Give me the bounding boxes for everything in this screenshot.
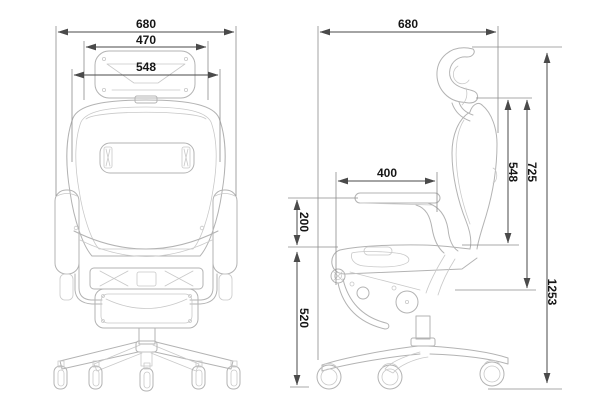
side-base: [316, 315, 509, 390]
dim-label-side-548: 548: [506, 162, 520, 182]
side-seat: [331, 244, 478, 275]
dim-side-total-height: 1253: [472, 46, 562, 390]
front-base: [53, 327, 241, 392]
dim-label-side-400: 400: [377, 166, 397, 180]
dim-side-backrest-height: 548: [462, 97, 532, 246]
front-view: 680 470 548: [53, 17, 241, 392]
dim-label-front-470: 470: [136, 33, 156, 47]
dim-label-side-680: 680: [398, 17, 418, 31]
dim-label-side-200: 200: [297, 212, 311, 232]
front-armrest-right: [189, 189, 238, 305]
side-mechanism: [330, 254, 456, 330]
dim-label-side-520: 520: [297, 308, 311, 328]
dim-front-mid-width: 548: [71, 60, 221, 162]
front-seat: [73, 230, 219, 257]
dim-label-front-680: 680: [136, 17, 156, 31]
dim-label-side-725: 725: [525, 162, 539, 182]
dim-label-front-548: 548: [136, 60, 156, 74]
front-backrest: [66, 99, 226, 257]
side-headrest: [436, 47, 479, 122]
front-armrest-left: [54, 189, 103, 305]
dim-side-back-assembly-height: 725: [455, 99, 539, 291]
dim-front-upper-width: 470: [83, 33, 209, 100]
dim-side-armrest-height: 200: [288, 197, 358, 248]
side-casters: [316, 360, 505, 390]
dim-side-seat-depth: 400: [335, 166, 438, 285]
front-footrest: [89, 267, 204, 329]
dim-label-side-1253: 1253: [545, 279, 559, 306]
front-casters: [53, 360, 241, 392]
side-backrest: [451, 102, 498, 250]
side-view: 680 400 200 520 548 725: [288, 17, 562, 390]
dim-side-seat-height: 520: [290, 251, 311, 388]
dim-side-overall-depth: 680: [317, 17, 499, 360]
dim-front-overall-width: 680: [55, 17, 237, 196]
